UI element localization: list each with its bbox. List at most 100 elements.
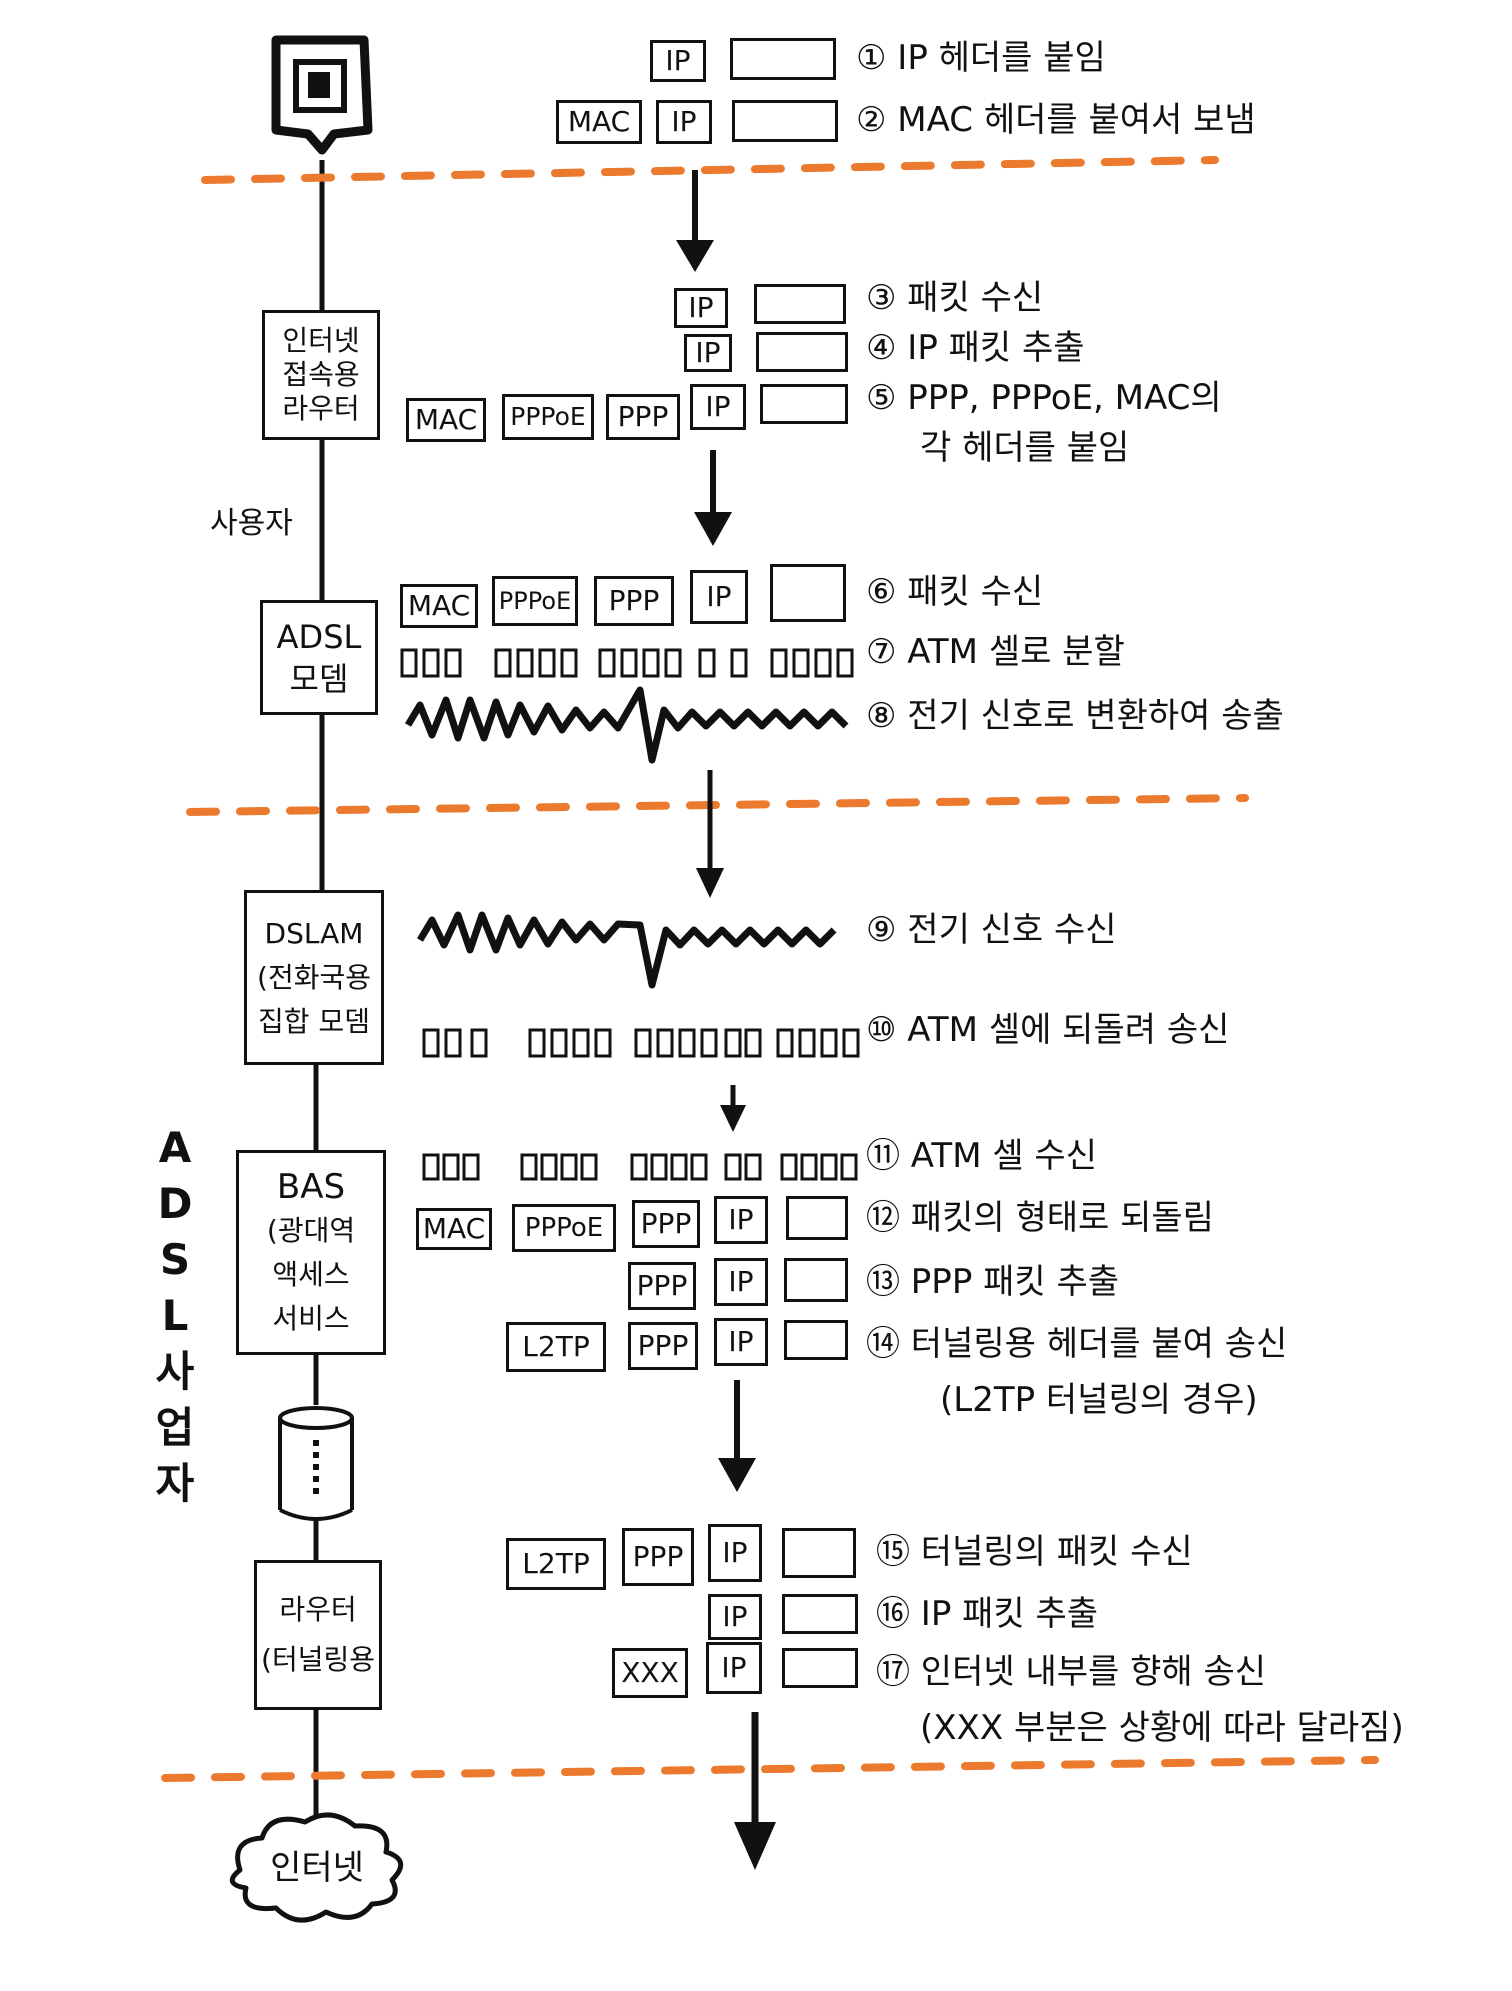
payload [770, 564, 846, 622]
payload [732, 100, 838, 142]
bas-line4: 서비스 [272, 1301, 350, 1335]
adsl-modem-line1: ADSL [276, 617, 362, 656]
payload [760, 384, 848, 424]
provider-label-char: 업 [155, 1403, 195, 1452]
ip-header: IP [650, 40, 706, 82]
atm-cell-row [400, 648, 854, 678]
ppp-header: PPP [606, 394, 680, 440]
electric-signal-wave [404, 686, 849, 764]
ppp-header: PPP [594, 576, 674, 626]
ip-header: IP [708, 1524, 762, 1582]
down-arrow-icon [694, 450, 732, 546]
router-label-line1: 인터넷 [282, 324, 360, 357]
step-5-continued-label: 각 헤더를 붙임 [920, 428, 1130, 468]
bas-line3: 액세스 [272, 1257, 350, 1291]
ppp-header: PPP [622, 1528, 694, 1586]
payload [784, 1258, 848, 1302]
dslam-box: DSLAM (전화국용 집합 모뎀 [244, 890, 384, 1065]
step-7-label: ⑦ ATM 셀로 분할 [866, 632, 1125, 672]
down-arrow-icon [734, 1712, 776, 1870]
bas-box: BAS (광대역 액세스 서비스 [236, 1150, 386, 1355]
network-cylinder-icon [278, 1406, 354, 1521]
dslam-line1: DSLAM [264, 916, 364, 950]
router-label-line3: 라우터 [282, 392, 360, 425]
ppp-header: PPP [632, 1200, 700, 1248]
ip-header: IP [706, 1642, 762, 1694]
ip-header: IP [714, 1196, 768, 1244]
step-1-label: ① IP 헤더를 붙임 [856, 38, 1106, 78]
down-arrow-icon [720, 1085, 746, 1132]
internet-access-router: 인터넷 접속용 라우터 [262, 310, 380, 440]
l2tp-header: L2TP [506, 1322, 606, 1372]
bas-line2: (광대역 [266, 1213, 356, 1247]
boundary-dashed-line [161, 1756, 1379, 1782]
step-17-label: ⑰ 인터넷 내부를 향해 송신 [876, 1652, 1267, 1692]
ip-header: IP [690, 384, 746, 430]
internet-label: 인터넷 [270, 1848, 364, 1888]
internet-cloud-icon [229, 1812, 404, 1923]
step-5-label: ⑤ PPP, PPPoE, MAC의 [866, 378, 1222, 418]
provider-label-char: D [157, 1179, 193, 1228]
mac-header: MAC [400, 584, 478, 628]
payload [754, 284, 846, 324]
pppoe-header: PPPoE [502, 394, 594, 440]
router-label-line2: 접속용 [282, 358, 360, 391]
tunnel-router-line2: (터널링용 [261, 1643, 375, 1676]
step-14-note: (L2TP 터널링의 경우) [940, 1380, 1258, 1420]
user-side-label: 사용자 [210, 506, 293, 541]
provider-label-char: 사 [155, 1347, 195, 1396]
ppp-header: PPP [628, 1262, 696, 1310]
ppp-header: PPP [628, 1322, 698, 1370]
payload [784, 1320, 848, 1360]
payload [730, 38, 836, 80]
dslam-line3: 집합 모뎀 [258, 1004, 370, 1038]
down-arrow-icon [676, 170, 714, 272]
computer-icon [271, 35, 373, 155]
provider-label-char: 자 [155, 1459, 195, 1508]
adsl-modem: ADSL 모뎀 [260, 600, 378, 715]
payload [786, 1196, 848, 1240]
step-2-label: ② MAC 헤더를 붙여서 보냄 [856, 100, 1256, 140]
ip-header: IP [708, 1594, 762, 1640]
down-arrow-icon [696, 770, 724, 898]
atm-cell-row [422, 1153, 858, 1181]
ip-header: IP [714, 1318, 768, 1366]
step-4-label: ④ IP 패킷 추출 [866, 328, 1085, 368]
step-10-label: ⑩ ATM 셀에 되돌려 송신 [866, 1010, 1230, 1050]
tunnel-router-box: 라우터 (터널링용 [254, 1560, 382, 1710]
pppoe-header: PPPoE [492, 576, 578, 626]
mac-header: MAC [406, 398, 486, 442]
step-16-label: ⑯ IP 패킷 추출 [876, 1594, 1099, 1634]
bas-line1: BAS [276, 1166, 346, 1207]
ip-header: IP [684, 334, 732, 372]
mac-header: MAC [556, 100, 642, 144]
ip-header: IP [674, 288, 728, 328]
provider-label-char: L [161, 1291, 189, 1340]
pppoe-header: PPPoE [512, 1204, 616, 1252]
atm-cell-row [422, 1028, 860, 1058]
step-12-label: ⑫ 패킷의 형태로 되돌림 [866, 1198, 1214, 1238]
step-8-label: ⑧ 전기 신호로 변환하여 송출 [866, 696, 1284, 736]
adsl-modem-line2: 모뎀 [289, 659, 349, 698]
boundary-dashed-line [186, 794, 1249, 816]
ip-header: IP [656, 100, 712, 144]
ip-header: IP [690, 570, 748, 624]
provider-label-char: A [158, 1123, 192, 1172]
step-13-label: ⑬ PPP 패킷 추출 [866, 1262, 1120, 1302]
xxx-header: XXX [612, 1648, 688, 1698]
electric-signal-wave [416, 911, 837, 989]
payload [782, 1528, 856, 1578]
payload [782, 1648, 858, 1688]
l2tp-header: L2TP [506, 1538, 606, 1590]
step-15-label: ⑮ 터널링의 패킷 수신 [876, 1532, 1193, 1572]
step-11-label: ⑪ ATM 셀 수신 [866, 1136, 1097, 1176]
mac-header: MAC [416, 1208, 492, 1250]
step-6-label: ⑥ 패킷 수신 [866, 572, 1044, 612]
payload [756, 332, 848, 372]
step-14-label: ⑭ 터널링용 헤더를 붙여 송신 [866, 1324, 1288, 1364]
dslam-line2: (전화국용 [257, 960, 371, 994]
provider-label-char: S [159, 1235, 191, 1284]
